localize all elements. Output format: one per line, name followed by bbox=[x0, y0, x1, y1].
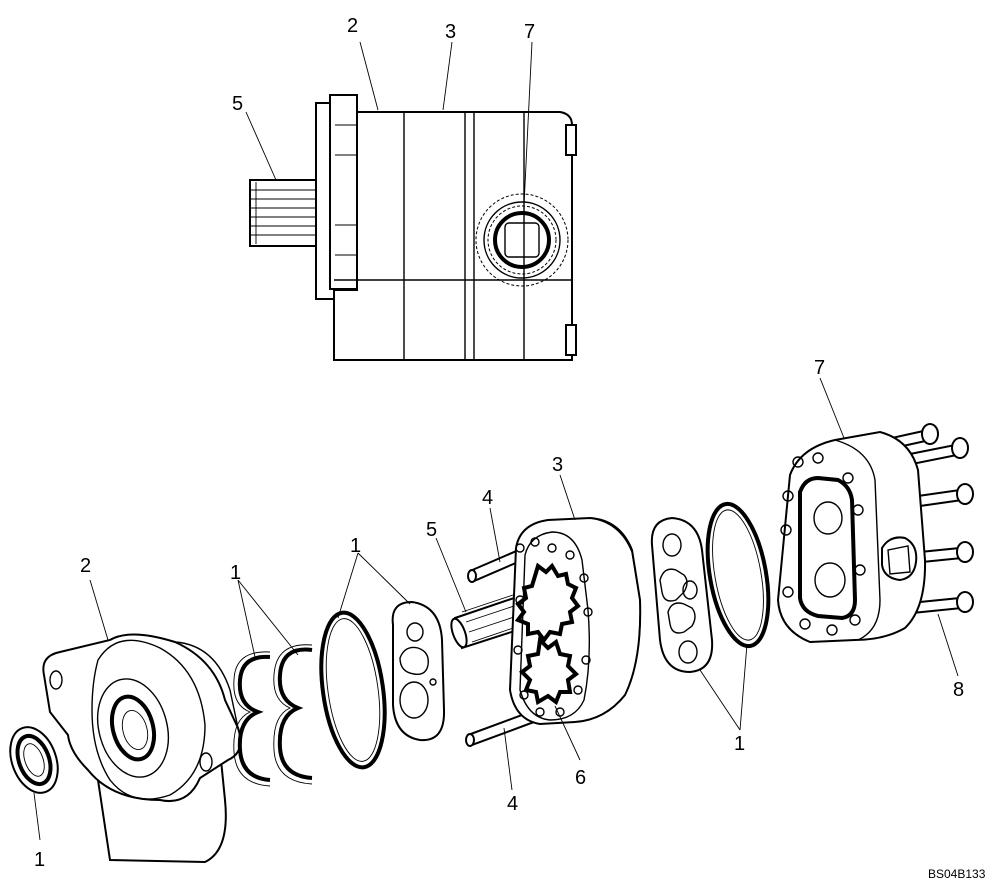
callout-clips-1: 1 bbox=[230, 562, 241, 584]
rear-end-cover bbox=[776, 430, 927, 644]
callout-cover-2: 2 bbox=[80, 555, 91, 577]
assembled-pump bbox=[249, 94, 577, 361]
backup-clips bbox=[233, 644, 313, 787]
assembled-housing bbox=[333, 111, 577, 361]
callout-body-3: 3 bbox=[552, 454, 563, 476]
rear-o-ring bbox=[705, 501, 771, 649]
callout-top-7: 7 bbox=[524, 21, 535, 43]
callout-top-2: 2 bbox=[347, 15, 358, 37]
front-wear-plate bbox=[391, 600, 446, 742]
callout-top-3: 3 bbox=[445, 21, 456, 43]
callout-oring-1: 1 bbox=[350, 535, 361, 557]
front-o-ring bbox=[319, 610, 387, 770]
assembled-shaft bbox=[249, 179, 321, 247]
front-cover bbox=[42, 633, 242, 864]
callout-gear-6: 6 bbox=[575, 767, 586, 789]
reference-code: BS04B133 bbox=[928, 867, 986, 881]
callout-end-7: 7 bbox=[814, 357, 825, 379]
assembled-side-port bbox=[475, 193, 569, 287]
callout-plate-1: 1 bbox=[734, 733, 745, 755]
gear-body bbox=[508, 516, 642, 726]
callout-seal-1: 1 bbox=[34, 849, 45, 871]
shaft-seal bbox=[9, 726, 59, 794]
leader-lines bbox=[33, 41, 959, 841]
callouts: 2 3 7 5 1 2 1 1 5 4 3 6 4 1 7 8 bbox=[34, 15, 964, 871]
callout-shaft-5: 5 bbox=[426, 519, 437, 541]
callout-bolt-8: 8 bbox=[953, 679, 964, 701]
callout-pin-4-bottom: 4 bbox=[507, 793, 518, 815]
callout-pin-4-top: 4 bbox=[482, 487, 493, 509]
driven-gear bbox=[514, 562, 581, 706]
assembled-flange bbox=[315, 94, 358, 300]
rear-wear-plate bbox=[650, 516, 714, 674]
callout-top-5: 5 bbox=[232, 93, 243, 115]
